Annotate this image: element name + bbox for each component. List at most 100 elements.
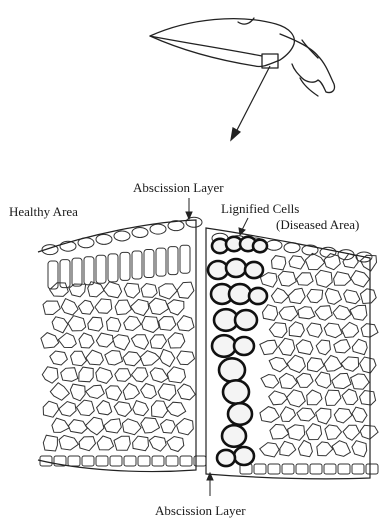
cell: [113, 335, 130, 351]
palisade-cell: [48, 261, 58, 289]
palisade-cell: [96, 255, 106, 283]
cell: [133, 401, 149, 416]
cell: [351, 374, 370, 389]
abscission-layer-top-label: Abscission Layer: [133, 181, 224, 194]
cell: [133, 436, 149, 451]
cell: [59, 402, 76, 417]
cell: [342, 322, 359, 337]
lignified-cell: [222, 425, 246, 447]
cell: [149, 298, 169, 314]
cell: [114, 436, 130, 450]
cell: [141, 284, 157, 298]
lignified-cells-label: Lignified Cells: [221, 202, 299, 215]
cell: [350, 305, 367, 320]
cell: [61, 299, 78, 315]
cell: [325, 390, 341, 405]
cell: [278, 271, 296, 286]
cell: [131, 299, 149, 315]
cell: [279, 306, 298, 321]
cell: [360, 289, 376, 304]
cell: [307, 390, 322, 405]
epidermis-cell: [338, 464, 350, 474]
cell: [352, 407, 367, 422]
epidermis-cell: [282, 464, 294, 474]
cell: [288, 288, 305, 303]
cell: [287, 355, 305, 372]
section-outline: [38, 220, 370, 479]
epidermis-cell: [68, 456, 80, 466]
diseased-area-label: (Diseased Area): [276, 218, 359, 231]
epidermis-cell: [180, 456, 192, 466]
cell: [107, 317, 121, 331]
palisade-cell: [108, 254, 118, 282]
cell: [79, 367, 93, 382]
lignified-cell: [253, 240, 267, 253]
palisade-cell: [180, 245, 190, 273]
palisade-cell: [84, 257, 94, 285]
pointer-arrow-icon: [231, 66, 270, 140]
cell: [177, 282, 194, 298]
cell: [132, 368, 149, 382]
cell: [68, 316, 86, 331]
cell: [324, 356, 342, 372]
palisade-cell: [72, 258, 82, 286]
lignified-cells-column: [208, 237, 267, 466]
cell: [71, 351, 87, 366]
cell: [317, 442, 333, 456]
cell: [131, 335, 148, 350]
cell: [52, 317, 68, 333]
epidermis-cell: [152, 456, 164, 466]
cell: [263, 305, 278, 321]
cell: [177, 316, 194, 331]
cell: [105, 351, 123, 366]
cell: [106, 386, 122, 401]
cell: [115, 300, 131, 315]
cell: [279, 338, 295, 355]
cell: [360, 425, 378, 439]
cell: [332, 373, 351, 388]
lignified-cell: [212, 335, 236, 357]
cell: [158, 384, 176, 401]
epidermis-cell: [266, 240, 282, 250]
lignified-cell: [234, 337, 254, 355]
cell: [316, 340, 330, 355]
cell: [306, 424, 322, 440]
cell: [97, 436, 114, 450]
cell: [260, 273, 277, 288]
cell: [141, 418, 160, 433]
cell: [269, 323, 287, 338]
cell: [141, 384, 157, 399]
lignified-cell: [217, 450, 235, 466]
epidermis-cell: [268, 464, 280, 474]
cell: [86, 385, 105, 398]
cell: [307, 323, 322, 337]
cell: [269, 391, 288, 405]
cell: [296, 373, 313, 387]
cell: [261, 375, 279, 389]
cell: [59, 435, 78, 450]
cell: [308, 358, 325, 372]
cell: [149, 436, 166, 451]
cell: [352, 441, 367, 457]
cell: [167, 402, 186, 416]
cell: [41, 333, 59, 349]
cell: [124, 316, 141, 330]
cell: [334, 340, 351, 353]
cell: [161, 420, 176, 434]
epidermis-cell: [138, 456, 150, 466]
epidermis-cell: [366, 464, 378, 474]
cell: [77, 400, 95, 416]
tissue-cross-section: [38, 217, 378, 479]
cell: [50, 351, 68, 365]
cell: [79, 333, 94, 348]
cell: [288, 425, 305, 441]
epidermis-cell: [254, 464, 266, 474]
epidermis-cell: [96, 456, 108, 466]
cell: [315, 270, 332, 287]
lignified-cell: [219, 358, 245, 381]
lignified-cell: [226, 259, 246, 277]
cell: [360, 391, 376, 406]
cell: [260, 443, 279, 457]
cell: [79, 437, 95, 451]
cell: [150, 368, 168, 383]
